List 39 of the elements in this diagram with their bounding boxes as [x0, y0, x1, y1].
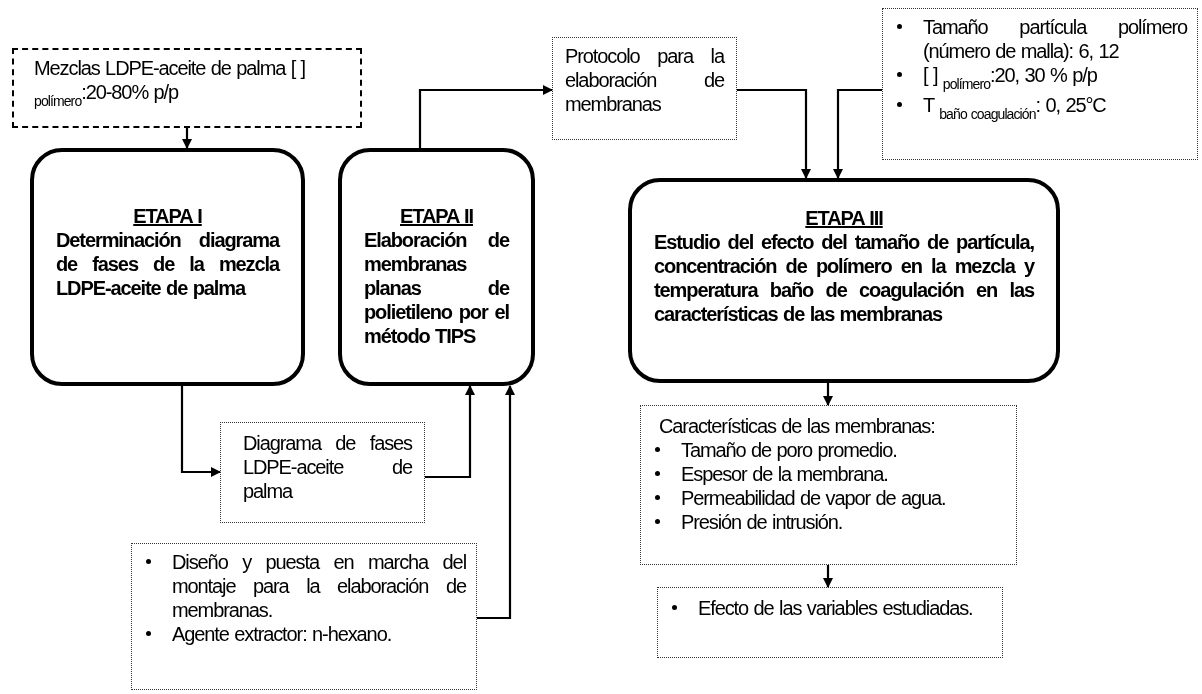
- note-box: [220, 422, 425, 523]
- stage-description: Determinación diagrama de fases de la mezcla LDPE-aceite de palma: [56, 228, 279, 300]
- arrow: [823, 565, 833, 588]
- note-box: [640, 405, 1017, 565]
- box-text: Mezclas LDPE-aceite de palma [ ] $_{polímero}$:20-80% p/p: [34, 56, 307, 110]
- stage-box: [628, 178, 1060, 383]
- note-box: [131, 543, 477, 690]
- list-item-text: Efecto de las variables estudiadas.: [698, 596, 974, 620]
- note-box: [552, 37, 737, 140]
- list-item-text: Diseño y puesta en marcha del montaje para la elaboración de membranas.: [172, 550, 466, 622]
- list-item-text: Agente extractor: n-hexano.: [172, 622, 393, 646]
- list-item-text: Presión de intrusión.: [681, 510, 844, 534]
- input-box: [12, 48, 362, 128]
- arrow: [737, 88, 811, 179]
- note-box: [882, 8, 1198, 160]
- stage-title: ETAPA III: [804, 206, 884, 230]
- stage-description: Elaboración de membranas planas de polietileno por el método TIPS: [364, 228, 509, 348]
- list-item-text: Tamaño partícula polímero (número de malla): 6, 12: [923, 15, 1187, 63]
- arrow: [180, 386, 221, 477]
- list-heading: Características de las membranas:: [658, 414, 936, 438]
- arrow: [477, 385, 515, 620]
- arrow: [823, 383, 833, 406]
- arrow: [425, 385, 475, 479]
- list-item-text: Tamaño de poro promedio.: [681, 438, 898, 462]
- arrow: [833, 88, 882, 179]
- list-item-text: Espesor de la membrana.: [681, 462, 889, 486]
- stage-box: [30, 148, 305, 386]
- stage-description: Estudio del efecto del tamaño de partícula, concentración de polímero en la mezcla y temperatura baño de coagulación en las características de las membranas: [654, 230, 1034, 326]
- stage-title: ETAPA I: [132, 204, 203, 228]
- stage-box: [338, 148, 535, 386]
- arrow: [418, 85, 553, 148]
- note-box: [657, 587, 1003, 658]
- box-text: Protocolo para la elaboración de membranas: [565, 44, 724, 116]
- stage-title: ETAPA II: [399, 204, 474, 228]
- list-item-text: Permeabilidad de vapor de agua.: [681, 486, 947, 510]
- arrow: [182, 128, 192, 149]
- list-item-text: T $_{baño coagulación}$: 0, 25°C: [923, 92, 1107, 123]
- list-item-text: [ ] $_{polímero}$:20, 30 % p/p: [923, 63, 1098, 93]
- box-text: Diagrama de fases LDPE-aceite de palma: [243, 431, 412, 503]
